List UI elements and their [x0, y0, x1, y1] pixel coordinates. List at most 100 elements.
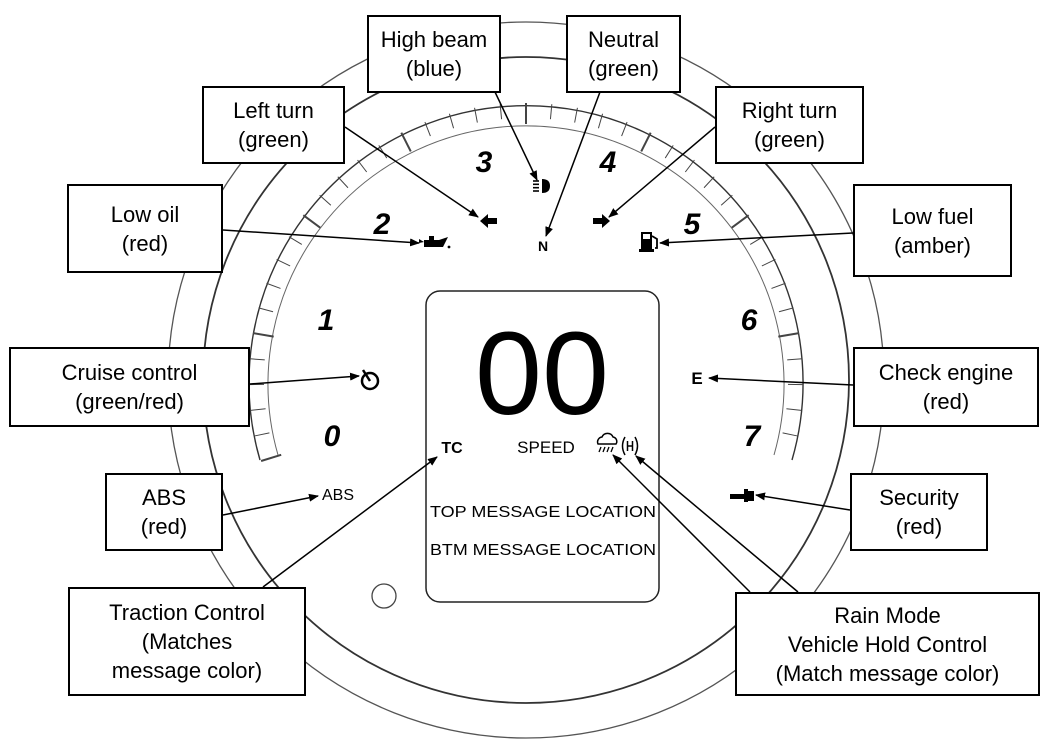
callout-rain-mode: Rain Mode Vehicle Hold Control (Match me…: [735, 592, 1040, 696]
major-tick: [778, 332, 800, 338]
gear-number-4: 4: [599, 146, 617, 179]
neutral-indicator: N: [538, 238, 548, 254]
callout-vehicle-hold-title: Vehicle Hold Control: [787, 631, 988, 657]
callout-neutral-title: Neutral: [588, 27, 659, 52]
callout-right-turn: Right turn (green): [715, 86, 864, 164]
minor-tick: [337, 176, 349, 189]
minor-tick: [448, 113, 455, 129]
minor-tick: [424, 121, 431, 137]
leader-check-engine: [708, 374, 854, 386]
minor-tick: [254, 432, 270, 437]
reset-button[interactable]: [371, 583, 397, 609]
minor-tick: [684, 159, 695, 173]
callout-security-color: (red): [895, 514, 943, 539]
callout-cruise-control-title: Cruise control: [61, 360, 198, 385]
leader-low-oil: [222, 229, 420, 247]
major-tick: [640, 132, 652, 152]
leader-vehicle-hold: [635, 455, 799, 593]
callout-abs-title: ABS: [141, 485, 187, 510]
minor-tick: [474, 107, 478, 123]
minor-tick: [250, 408, 266, 411]
leader-abs: [222, 493, 319, 516]
callout-traction-control-line3: message color): [111, 658, 263, 683]
minor-tick: [574, 107, 578, 123]
leader-rain-mode: [612, 454, 751, 593]
minor-tick: [761, 258, 776, 267]
callout-rain-mode-color: (Match message color): [775, 660, 1000, 686]
callout-low-oil-color: (red): [121, 230, 169, 256]
check-engine-indicator: E: [691, 369, 702, 388]
callout-low-fuel: Low fuel (amber): [853, 184, 1012, 277]
cruise-control-icon: [360, 369, 380, 391]
major-tick: [252, 332, 274, 338]
major-tick: [260, 453, 282, 462]
gauge-tick-marks: [249, 103, 803, 462]
security-key-icon: [730, 489, 754, 502]
callout-cruise-control: Cruise control (green/red): [9, 347, 250, 427]
left-arrow-icon: [480, 214, 497, 228]
callout-traction-control: Traction Control (Matches message color): [68, 587, 306, 696]
callout-right-turn-color: (green): [754, 127, 825, 152]
callout-low-oil: Low oil (red): [67, 184, 223, 273]
lcd-display: [425, 290, 660, 603]
major-tick: [302, 214, 321, 229]
top-message-location: TOP MESSAGE LOCATION: [430, 504, 656, 521]
callout-abs-color: (red): [140, 514, 188, 539]
gear-number-2: 2: [373, 208, 391, 241]
minor-tick: [319, 194, 332, 206]
callout-cruise-control-color: (green/red): [75, 389, 184, 414]
callout-abs: ABS (red): [105, 473, 223, 551]
minor-tick: [771, 282, 786, 289]
speed-label: SPEED: [517, 438, 575, 457]
minor-tick: [357, 159, 368, 173]
major-tick: [400, 132, 412, 152]
leader-cruise-control: [249, 372, 360, 385]
high-beam-icon: [533, 179, 550, 193]
leader-traction-control: [262, 456, 438, 588]
leader-neutral: [545, 91, 601, 237]
callout-neutral-color: (green): [588, 56, 659, 81]
minor-tick: [782, 432, 798, 437]
callout-left-turn-color: (green): [238, 127, 309, 152]
minor-tick: [499, 104, 503, 120]
callout-rain-mode-title: Rain Mode: [834, 602, 941, 628]
gear-number-1: 1: [318, 304, 335, 337]
gear-number-0: 0: [324, 420, 341, 453]
callout-security-title: Security: [879, 485, 959, 510]
minor-tick: [597, 113, 604, 129]
minor-tick: [266, 282, 281, 289]
callout-check-engine-color: (red): [922, 389, 970, 414]
gear-number-6: 6: [741, 304, 758, 337]
minor-tick: [276, 258, 291, 267]
minor-tick: [778, 307, 794, 313]
oil-can-icon: [419, 236, 451, 249]
leader-left-turn: [344, 126, 479, 218]
fuel-pump-icon: [639, 232, 658, 252]
minor-tick: [288, 236, 303, 245]
minor-tick: [786, 408, 802, 411]
callout-left-turn-title: Left turn: [233, 98, 314, 123]
minor-tick: [549, 104, 553, 120]
rain-cloud-icon: [596, 432, 618, 453]
bottom-message-location: BTM MESSAGE LOCATION: [430, 542, 656, 559]
leader-security: [755, 492, 851, 511]
leader-right-turn: [608, 126, 716, 218]
callout-low-oil-title: Low oil: [110, 201, 180, 227]
right-arrow-icon: [593, 214, 610, 228]
callout-neutral: Neutral (green): [566, 15, 681, 93]
minor-tick: [258, 307, 274, 313]
speed-digits: 00: [475, 308, 609, 440]
gauge-tick-arc-inner: [267, 125, 785, 456]
minor-tick: [787, 358, 803, 361]
gear-number-7: 7: [744, 420, 762, 453]
minor-tick: [664, 145, 674, 159]
gear-number-5: 5: [684, 208, 702, 241]
callout-high-beam: High beam (blue): [367, 15, 501, 93]
callout-traction-control-line2: (Matches: [141, 629, 233, 654]
callout-traction-control-title: Traction Control: [109, 600, 265, 625]
callout-right-turn-title: Right turn: [741, 98, 838, 123]
callout-security: Security (red): [850, 473, 988, 551]
callout-left-turn: Left turn (green): [202, 86, 345, 164]
callout-high-beam-color: (blue): [405, 56, 463, 81]
